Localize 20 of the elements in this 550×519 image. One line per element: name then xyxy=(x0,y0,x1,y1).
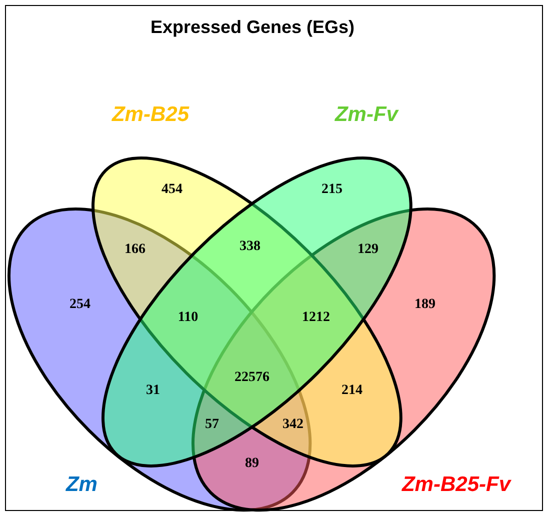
region-count: 1212 xyxy=(302,311,330,325)
set-label: Zm-B25 xyxy=(112,104,190,125)
region-count: 189 xyxy=(414,298,436,312)
set-label: Zm xyxy=(66,474,98,495)
region-count: 22576 xyxy=(234,371,270,385)
set-label: Zm-B25-Fv xyxy=(402,474,511,495)
chart-title: Expressed Genes (EGs) xyxy=(149,18,356,36)
region-count: 110 xyxy=(178,311,198,325)
region-count: 57 xyxy=(205,418,219,432)
set-label: Zm-Fv xyxy=(334,104,398,125)
region-count: 215 xyxy=(322,183,342,197)
region-count: 338 xyxy=(240,240,260,254)
region-count: 214 xyxy=(342,384,362,398)
region-count: 31 xyxy=(146,384,160,398)
region-count: 89 xyxy=(245,457,259,471)
region-count: 129 xyxy=(358,243,378,257)
region-count: 254 xyxy=(70,298,90,312)
region-count: 454 xyxy=(162,183,182,197)
region-count: 166 xyxy=(124,243,146,257)
region-count: 342 xyxy=(282,418,304,432)
